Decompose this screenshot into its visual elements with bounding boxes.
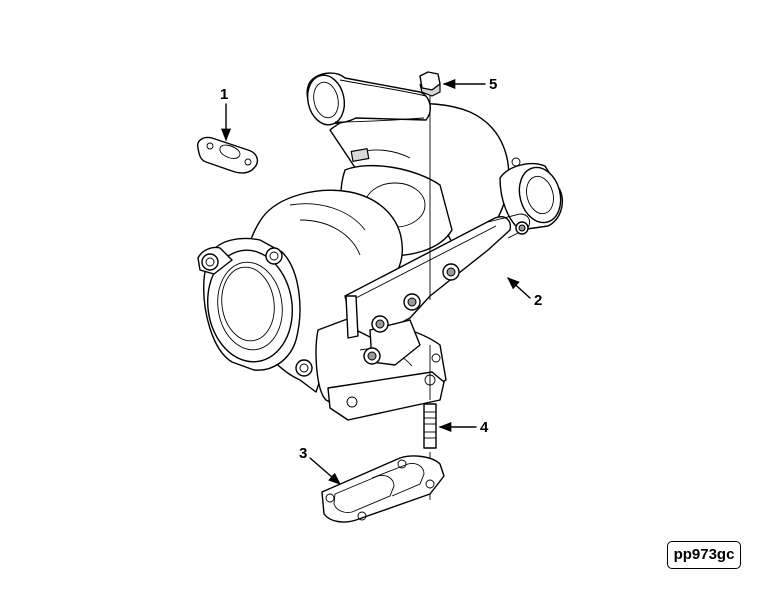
svg-text:2: 2 bbox=[534, 292, 542, 309]
svg-text:1: 1 bbox=[220, 86, 228, 103]
callout-4: 4 bbox=[438, 419, 489, 436]
callout-3: 3 bbox=[299, 445, 341, 485]
nut-part-5 bbox=[419, 71, 441, 300]
callout-1: 1 bbox=[220, 86, 232, 142]
svg-text:3: 3 bbox=[299, 445, 307, 462]
mounting-gasket-part-3 bbox=[321, 455, 445, 523]
svg-text:4: 4 bbox=[480, 419, 489, 436]
svg-text:5: 5 bbox=[489, 76, 497, 93]
figure-reference-code: pp973gc bbox=[667, 541, 741, 569]
callout-2: 2 bbox=[507, 277, 542, 309]
turbocharger-assembly bbox=[197, 72, 564, 421]
oil-gasket-part-1 bbox=[197, 136, 259, 174]
callout-5: 5 bbox=[442, 76, 497, 93]
